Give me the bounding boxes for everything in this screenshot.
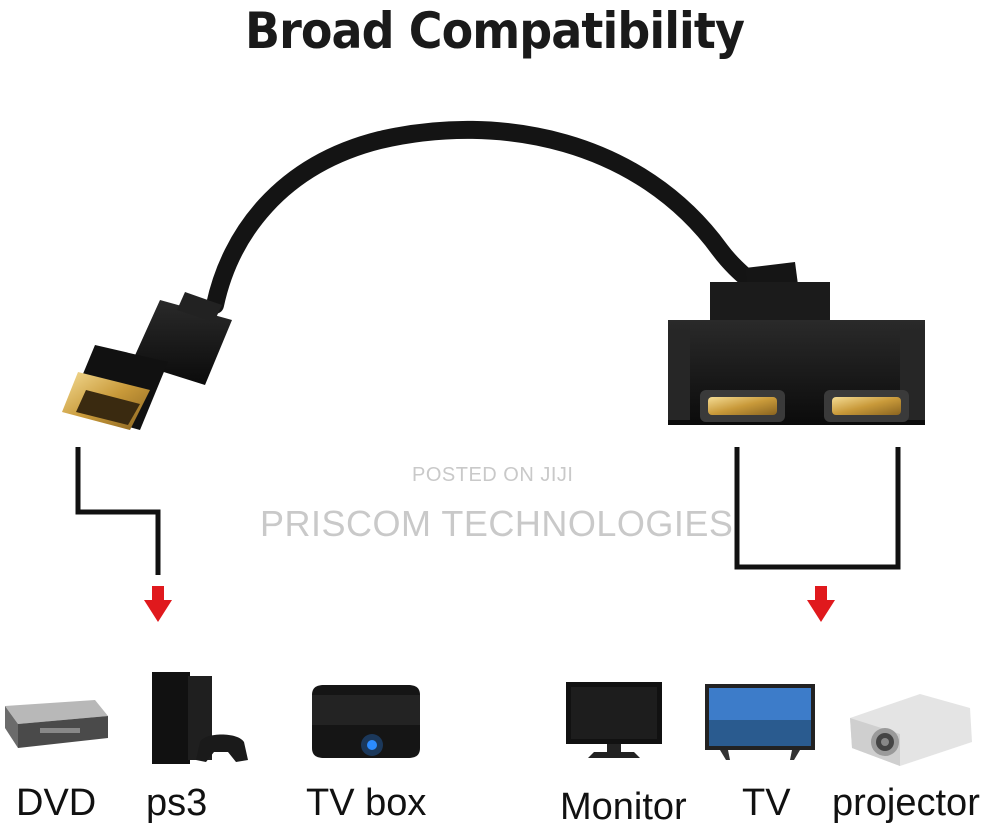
watermark-line-1: POSTED ON JIJI: [412, 464, 574, 486]
hdmi-splitter-body: [668, 262, 925, 425]
monitor-icon: [566, 682, 662, 758]
tv-icon: [705, 684, 815, 760]
left-guide-line: [75, 447, 161, 575]
left-arrow-icon: [144, 586, 172, 622]
device-label-tv-box: TV box: [306, 782, 427, 824]
tv-box-icon: [312, 685, 420, 758]
watermark-line-2: PRISCOM TECHNOLOGIES: [260, 503, 734, 544]
device-label-ps3: ps3: [146, 782, 208, 824]
device-label-monitor: Monitor: [560, 786, 687, 828]
page-title: Broad Compatibility: [244, 2, 745, 60]
dvd-player-icon: [5, 700, 108, 748]
projector-icon: [850, 694, 972, 766]
device-label-dvd: DVD: [16, 782, 97, 824]
device-label-tv: TV: [742, 782, 791, 824]
right-arrow-icon: [807, 586, 835, 622]
right-guide-line: [734, 447, 901, 570]
device-label-projector: projector: [832, 782, 980, 824]
hdmi-male-plug: [62, 292, 232, 430]
game-console-icon: [152, 672, 248, 764]
hdmi-cable: [206, 120, 769, 314]
